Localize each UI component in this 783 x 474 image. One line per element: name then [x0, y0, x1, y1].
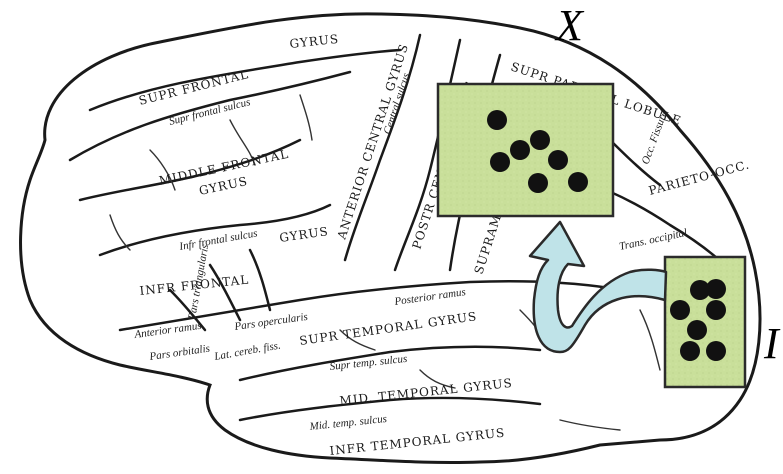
- region-dot: [706, 300, 726, 320]
- region-dot: [670, 300, 690, 320]
- region-dot: [548, 150, 568, 170]
- region-dot: [490, 152, 510, 172]
- region-letter: X: [554, 1, 585, 50]
- region-dot: [528, 173, 548, 193]
- region-box: [665, 257, 745, 387]
- region-occipital: I: [665, 257, 781, 387]
- region-dot: [568, 172, 588, 192]
- region-dot: [690, 280, 710, 300]
- region-dot: [706, 341, 726, 361]
- region-dot: [530, 130, 550, 150]
- region-dot: [680, 341, 700, 361]
- region-letter: I: [763, 319, 781, 368]
- region-dot: [510, 140, 530, 160]
- region-dot: [687, 320, 707, 340]
- region-dot: [487, 110, 507, 130]
